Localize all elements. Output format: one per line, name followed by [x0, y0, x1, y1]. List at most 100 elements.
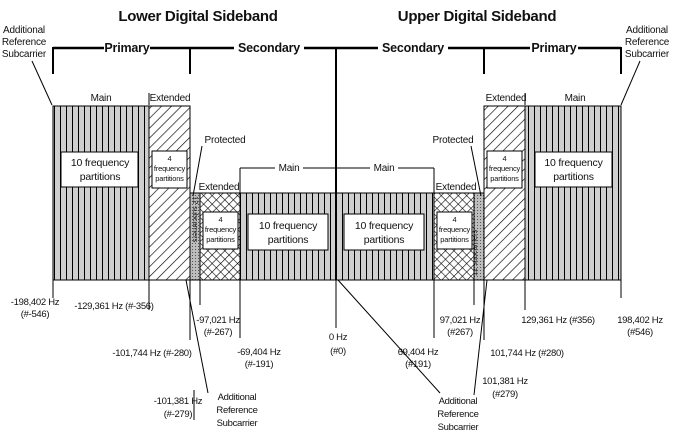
svg-text:partitions: partitions — [155, 174, 184, 183]
primary-main-left-label: Main — [91, 93, 112, 104]
svg-text:(#0): (#0) — [330, 346, 346, 357]
svg-text:-198,402 Hz: -198,402 Hz — [11, 297, 60, 308]
svg-text:(#267): (#267) — [447, 327, 473, 338]
primary-main-right-band — [524, 105, 622, 281]
svg-text:101,381 Hz: 101,381 Hz — [482, 376, 528, 387]
svg-text:Reference: Reference — [2, 37, 47, 48]
svg-text:Subcarrier: Subcarrier — [217, 418, 258, 429]
box-primary-main-left: 10 frequency partitions — [60, 151, 139, 188]
secondary-main-right-label: Main — [374, 163, 395, 174]
freq-label-neg-198402: -198,402 Hz (#-546) — [11, 297, 60, 320]
box-primary-extended-left: 4 frequency partitions — [151, 150, 188, 189]
svg-text:(#191): (#191) — [405, 359, 431, 370]
box-secondary-extended-right: 4 frequency partitions — [436, 211, 473, 250]
svg-text:Additional: Additional — [439, 396, 478, 407]
box-primary-main-right: 10 frequency partitions — [534, 151, 613, 188]
svg-text:4: 4 — [503, 154, 507, 163]
secondary-left-label: Secondary — [238, 41, 300, 55]
svg-text:198,402 Hz: 198,402 Hz — [617, 315, 663, 326]
svg-text:97,021 Hz: 97,021 Hz — [440, 315, 481, 326]
secondary-left-bracket — [190, 46, 337, 140]
primary-right-label: Primary — [531, 41, 576, 55]
additional-reference-top-left: Additional Reference Subcarrier — [2, 25, 47, 60]
svg-text:(#-267): (#-267) — [204, 327, 233, 338]
ref-pointer-top-left — [31, 60, 53, 106]
primary-left-bracket — [52, 46, 191, 74]
svg-text:-69,404 Hz: -69,404 Hz — [237, 347, 281, 358]
svg-text:Subcarrier: Subcarrier — [438, 422, 479, 433]
box-secondary-main-left: 10 frequency partitions — [247, 213, 329, 251]
additional-reference-bottom-right: Additional Reference Subcarrier — [437, 396, 478, 433]
svg-text:(#546): (#546) — [627, 327, 653, 338]
box-secondary-extended-left: 4 frequency partitions — [202, 211, 239, 250]
ref-pointer-bottom-right-b — [473, 279, 488, 396]
svg-text:10 frequency: 10 frequency — [259, 220, 318, 232]
freq-label-neg-101381: -101,381 Hz (#-279) — [154, 396, 203, 420]
primary-right-bracket — [483, 46, 622, 74]
secondary-extended-right-label: Extended — [436, 182, 477, 193]
primary-sub-ticks — [148, 93, 526, 105]
svg-text:Additional: Additional — [626, 25, 668, 36]
box-secondary-main-right: 10 frequency partitions — [343, 213, 425, 251]
svg-text:frequency: frequency — [489, 164, 521, 173]
ref-pointer-top-right — [620, 60, 641, 106]
svg-text:-101,381 Hz: -101,381 Hz — [154, 396, 203, 407]
svg-text:(#-279): (#-279) — [164, 409, 193, 420]
svg-text:partitions: partitions — [440, 235, 469, 244]
svg-text:Reference: Reference — [625, 37, 670, 48]
svg-text:partitions: partitions — [80, 171, 121, 183]
svg-text:10 frequency: 10 frequency — [544, 157, 603, 169]
secondary-extended-left-label: Extended — [199, 182, 240, 193]
svg-text:Subcarrier: Subcarrier — [625, 49, 670, 60]
freq-label-101744: 101,744 Hz (#280) — [490, 348, 564, 359]
freq-label-neg-69404: -69,404 Hz (#-191) — [237, 347, 281, 370]
secondary-main-brackets — [239, 167, 435, 193]
primary-extended-right-band — [483, 105, 526, 281]
svg-text:4: 4 — [219, 215, 223, 224]
upper-sideband-title: Upper Digital Sideband — [398, 8, 557, 25]
svg-text:Additional: Additional — [3, 25, 45, 36]
svg-text:10 frequency: 10 frequency — [71, 157, 130, 169]
svg-text:partitions: partitions — [553, 171, 594, 183]
svg-text:partitions: partitions — [206, 235, 235, 244]
svg-text:frequency: frequency — [439, 225, 471, 234]
svg-text:frequency: frequency — [205, 225, 237, 234]
primary-extended-left-band — [148, 105, 191, 281]
primary-extended-left-label: Extended — [150, 93, 191, 104]
box-primary-extended-right: 4 frequency partitions — [486, 150, 523, 189]
protected-left-subcarriers: 12 subcarriers — [191, 196, 200, 242]
freq-label-198402: 198,402 Hz (#546) — [617, 315, 663, 338]
protected-left-pointer — [192, 145, 203, 197]
freq-label-neg-97021: -97,021 Hz (#-267) — [196, 315, 240, 338]
additional-reference-bottom-left: Additional Reference Subcarrier — [216, 392, 257, 429]
ref-pointer-bottom-left — [185, 279, 209, 394]
svg-text:10 frequency: 10 frequency — [355, 220, 414, 232]
protected-right-pointer — [470, 145, 482, 197]
svg-text:frequency: frequency — [154, 164, 186, 173]
svg-text:Reference: Reference — [216, 405, 257, 416]
svg-text:4: 4 — [168, 154, 172, 163]
primary-main-right-label: Main — [565, 93, 586, 104]
svg-text:Reference: Reference — [437, 409, 478, 420]
secondary-right-label: Secondary — [382, 41, 444, 55]
svg-text:(#-191): (#-191) — [245, 359, 274, 370]
svg-text:0 Hz: 0 Hz — [329, 332, 348, 343]
svg-text:partitions: partitions — [268, 234, 309, 246]
ref-pointer-bottom-right — [337, 279, 441, 394]
freq-label-129361: 129,361 Hz (#356) — [521, 315, 595, 326]
svg-text:-97,021 Hz: -97,021 Hz — [196, 315, 240, 326]
primary-left-label: Primary — [104, 41, 149, 55]
freq-label-101381: 101,381 Hz (#279) — [482, 376, 528, 400]
svg-text:partitions: partitions — [364, 234, 405, 246]
svg-text:Subcarrier: Subcarrier — [2, 49, 47, 60]
svg-text:Additional: Additional — [218, 392, 257, 403]
svg-text:(#-546): (#-546) — [21, 309, 50, 320]
svg-text:4: 4 — [453, 215, 457, 224]
freq-label-neg-101744: -101,744 Hz (#-280) — [112, 348, 191, 359]
freq-label-97021: 97,021 Hz (#267) — [440, 315, 481, 338]
primary-extended-right-label: Extended — [486, 93, 527, 104]
freq-label-neg-129361: -129,361 Hz (#-356) — [74, 301, 153, 312]
svg-text:partitions: partitions — [490, 174, 519, 183]
primary-main-left-band — [52, 105, 150, 281]
lower-sideband-title: Lower Digital Sideband — [118, 8, 277, 25]
